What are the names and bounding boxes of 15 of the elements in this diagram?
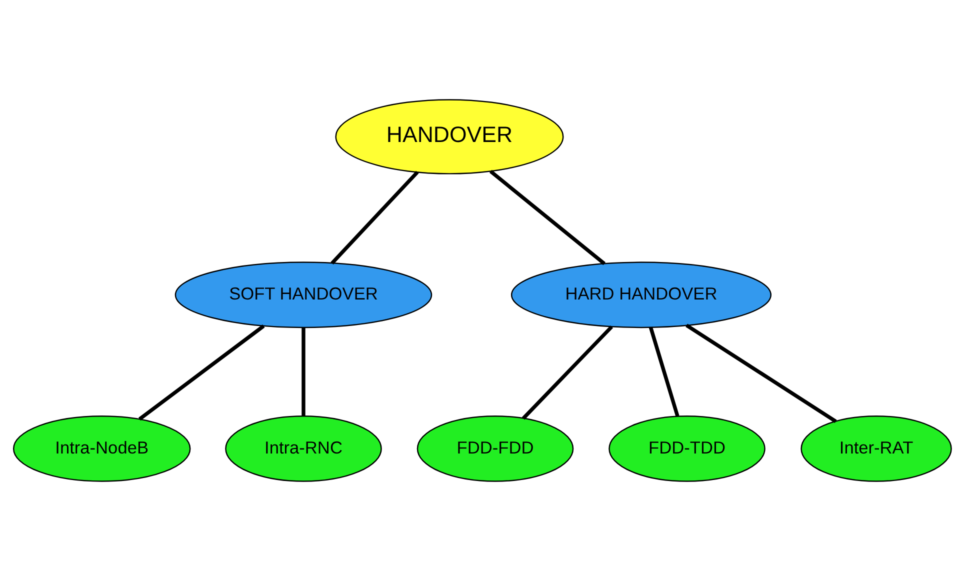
connector (138, 324, 265, 420)
connector (686, 323, 837, 422)
node-ellipse: Intra-NodeB (12, 415, 191, 482)
connector (302, 326, 306, 416)
connector (489, 169, 606, 265)
node-ellipse: HARD HANDOVER (510, 261, 772, 328)
node-ellipse: FDD-FDD (416, 415, 574, 482)
node-ellipse: HANDOVER (335, 98, 564, 174)
node-ellipse: Inter-RAT (800, 415, 952, 482)
connector (330, 170, 419, 264)
node-ellipse: Intra-RNC (225, 415, 382, 482)
connector (522, 324, 614, 420)
connector (648, 326, 680, 416)
node-ellipse: SOFT HANDOVER (174, 261, 432, 328)
node-ellipse: FDD-TDD (608, 415, 766, 482)
